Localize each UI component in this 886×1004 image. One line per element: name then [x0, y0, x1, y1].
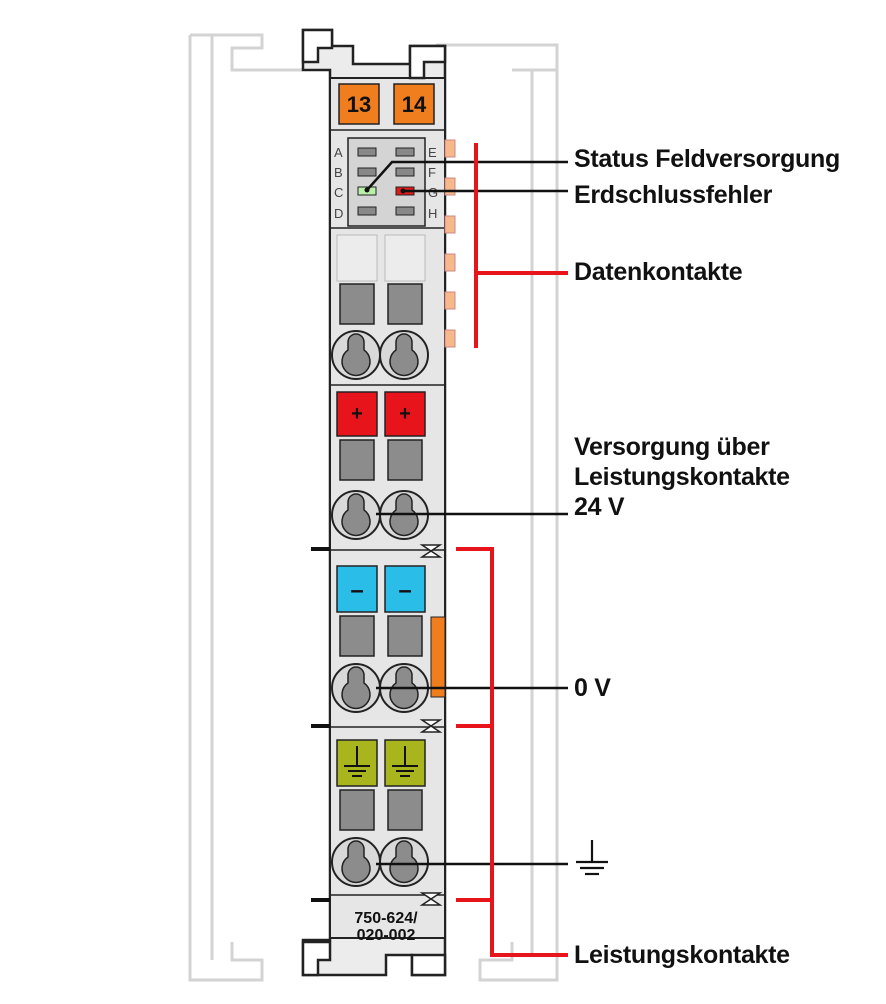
svg-text:–: –	[398, 577, 411, 604]
ground-symbol-icon	[344, 746, 418, 777]
svg-text:H: H	[428, 206, 437, 221]
clamp-row-1	[336, 234, 426, 325]
svg-text:13: 13	[347, 92, 371, 117]
led-f	[395, 167, 415, 177]
svg-text:A: A	[334, 145, 343, 160]
left-contact-ticks	[311, 547, 330, 902]
label-datenkontakte: Datenkontakte	[574, 258, 743, 286]
data-contacts	[444, 139, 456, 348]
svg-text:B: B	[334, 165, 343, 180]
part-number-line2: 020-002	[356, 927, 416, 944]
leistungskontakte-bracket	[456, 547, 568, 957]
label-leistungskontakte: Leistungskontakte	[574, 941, 790, 969]
svg-text:–: –	[350, 577, 363, 604]
minus-terminal-right	[384, 565, 426, 613]
svg-text:+: +	[351, 403, 363, 425]
fuse-orange	[430, 616, 446, 698]
svg-text:C: C	[334, 185, 343, 200]
ground-symbol-icon	[576, 840, 608, 876]
label-versorgung: Versorgung über Leistungskontakte 24 V	[574, 432, 790, 522]
ground-terminal-row	[336, 739, 426, 831]
minus-terminal-left	[336, 565, 378, 613]
led-e	[395, 147, 415, 157]
svg-text:+: +	[399, 403, 411, 425]
label-versorgung-line1: Versorgung über	[574, 433, 770, 461]
led-b	[357, 167, 377, 177]
part-number: 750-624/ 020-002	[336, 910, 436, 944]
label-versorgung-line2: Leistungskontakte	[574, 463, 790, 491]
power-contact-markers	[419, 544, 443, 906]
label-status-feldversorgung: Status Feldversorgung	[574, 145, 840, 173]
led-d	[357, 206, 377, 216]
svg-text:F: F	[428, 165, 436, 180]
leader-dot-error	[400, 188, 406, 194]
minus-terminal-row: – –	[336, 565, 446, 698]
part-number-line1: 750-624/	[354, 910, 418, 927]
led-h	[395, 206, 415, 216]
led-panel: A B C D E F G H	[334, 137, 438, 227]
svg-text:14: 14	[402, 92, 427, 117]
led-a	[357, 147, 377, 157]
spring-clamps	[331, 330, 429, 887]
leader-dot-status	[364, 187, 370, 193]
plus-terminal-left	[336, 391, 378, 437]
svg-text:D: D	[334, 206, 343, 221]
label-zero-volt: 0 V	[574, 674, 611, 702]
din-rail-outline	[188, 33, 559, 982]
label-versorgung-line3: 24 V	[574, 493, 625, 521]
terminal-number-14: 14	[393, 83, 435, 125]
datenkontakte-bracket	[474, 143, 568, 348]
plus-terminal-right	[384, 391, 426, 437]
plus-terminal-row: + +	[336, 391, 426, 481]
leader-lines	[366, 160, 568, 866]
svg-text:G: G	[428, 185, 438, 200]
terminal-number-13: 13	[338, 83, 380, 125]
label-erdschlussfehler: Erdschlussfehler	[574, 181, 773, 209]
svg-text:E: E	[428, 145, 437, 160]
